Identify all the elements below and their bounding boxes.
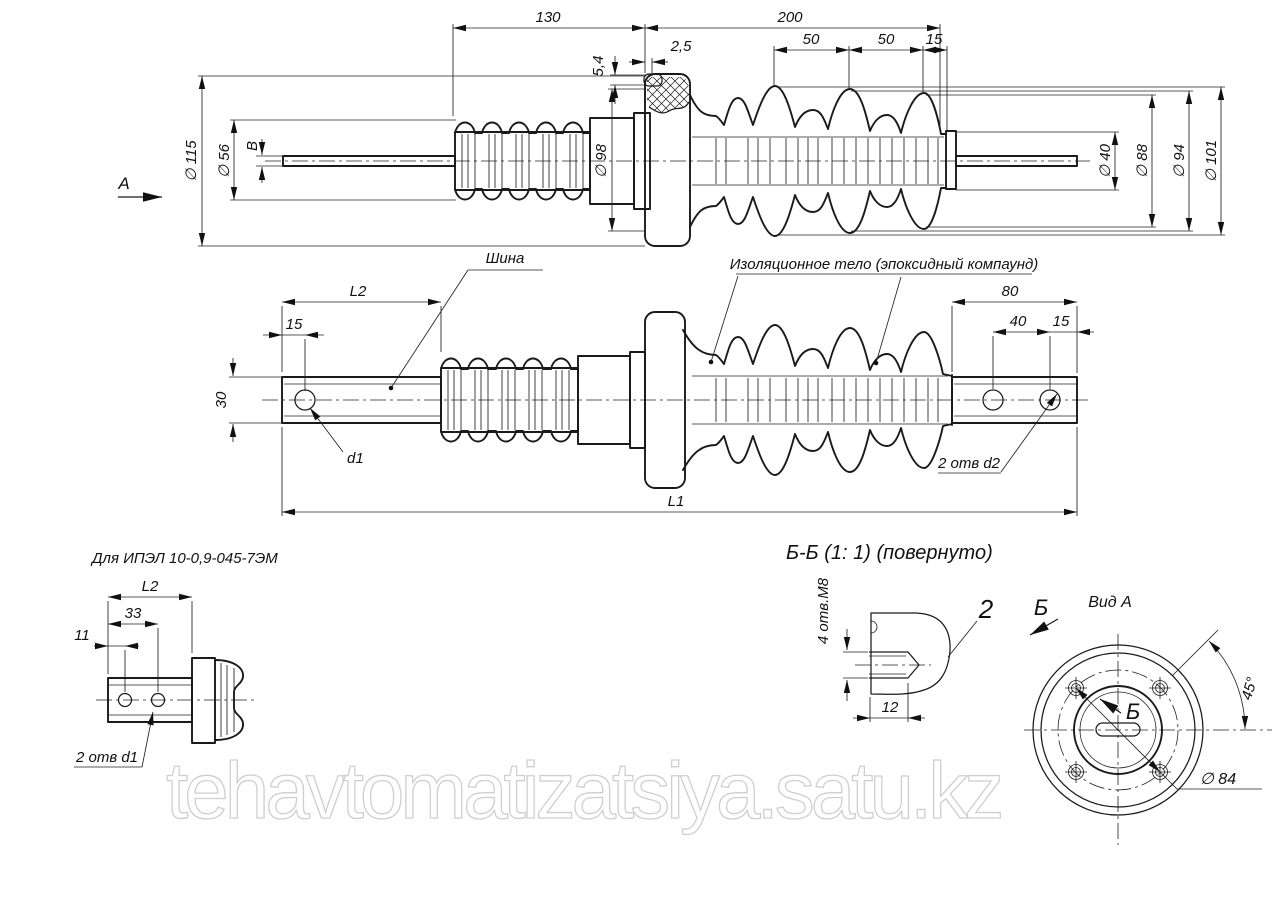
detail-dim-L2: L2 — [142, 578, 159, 595]
dia-40: ∅ 40 — [1097, 143, 1114, 178]
dia-98: ∅ 98 — [593, 143, 610, 178]
label-insulation-body: Изоляционное тело (эпоксидный компаунд) — [730, 256, 1039, 273]
view-main — [262, 311, 1092, 489]
dim-40: 40 — [1010, 313, 1027, 330]
dia-101: ∅ 101 — [1203, 140, 1220, 182]
dia-84: ∅ 84 — [1200, 771, 1236, 788]
view-side — [265, 73, 1090, 247]
section-callout-2: 2 — [978, 594, 994, 624]
label-2otv-d2: 2 отв d2 — [937, 455, 1001, 472]
dia-94: ∅ 94 — [1171, 144, 1188, 178]
dim-L1: L1 — [668, 493, 685, 510]
dim-15: 15 — [926, 31, 943, 48]
dim-5-4: 5,4 — [590, 56, 607, 77]
dim-30: 30 — [213, 391, 230, 408]
dim-15-right: 15 — [1053, 313, 1070, 330]
detail-label-2otv-d1: 2 отв d1 — [75, 749, 138, 766]
dim-B: В — [244, 141, 261, 151]
section-title: Б-Б (1: 1) (повернуто) — [786, 542, 993, 564]
view-arrow-A: А — [117, 174, 129, 193]
watermark-text: tehavtomatizatsiya.satu.kz — [166, 746, 1001, 835]
dim-45deg: 45° — [1238, 675, 1261, 702]
dim-L2: L2 — [350, 283, 367, 300]
section-label-holes: 4 отв.М8 — [815, 577, 832, 644]
view-side-dimensions: 130 200 50 50 15 5,4 2,5 ∅ 115 ∅ 56 В ∅ … — [117, 9, 1225, 247]
detail-view: Для ИПЭЛ 10-0,9-045-7ЭМ L2 33 11 2 отв d… — [74, 550, 278, 768]
detail-dim-33: 33 — [125, 605, 142, 622]
dim-80: 80 — [1002, 283, 1019, 300]
dim-50a: 50 — [803, 31, 820, 48]
view-a-arrow-B: Б — [1126, 699, 1140, 724]
detail-title: Для ИПЭЛ 10-0,9-045-7ЭМ — [90, 550, 278, 567]
view-main-dimensions: Шина Изоляционное тело (эпоксидный компа… — [213, 250, 1094, 516]
watermark: tehavtomatizatsiya.satu.kz — [165, 745, 1006, 835]
dim-130: 130 — [535, 9, 561, 26]
detail-dim-11: 11 — [74, 627, 90, 644]
section-dim-12: 12 — [882, 699, 899, 716]
dia-88: ∅ 88 — [1134, 143, 1151, 178]
view-a-title: Вид А — [1088, 594, 1132, 611]
dim-15-left: 15 — [286, 316, 303, 333]
label-d1: d1 — [347, 450, 364, 467]
section-bb: Б-Б (1: 1) (повернуто) 4 отв.М8 12 2 Б — [786, 542, 1059, 722]
dim-200: 200 — [776, 9, 803, 26]
dia-115: ∅ 115 — [183, 140, 200, 182]
section-arrow-B: Б — [1034, 595, 1048, 620]
label-bus-bar: Шина — [486, 250, 525, 267]
dim-2-5: 2,5 — [670, 38, 693, 55]
view-a: Вид А Б 45° ∅ 84 — [1024, 594, 1272, 845]
dim-50b: 50 — [878, 31, 895, 48]
dia-56: ∅ 56 — [216, 143, 233, 178]
